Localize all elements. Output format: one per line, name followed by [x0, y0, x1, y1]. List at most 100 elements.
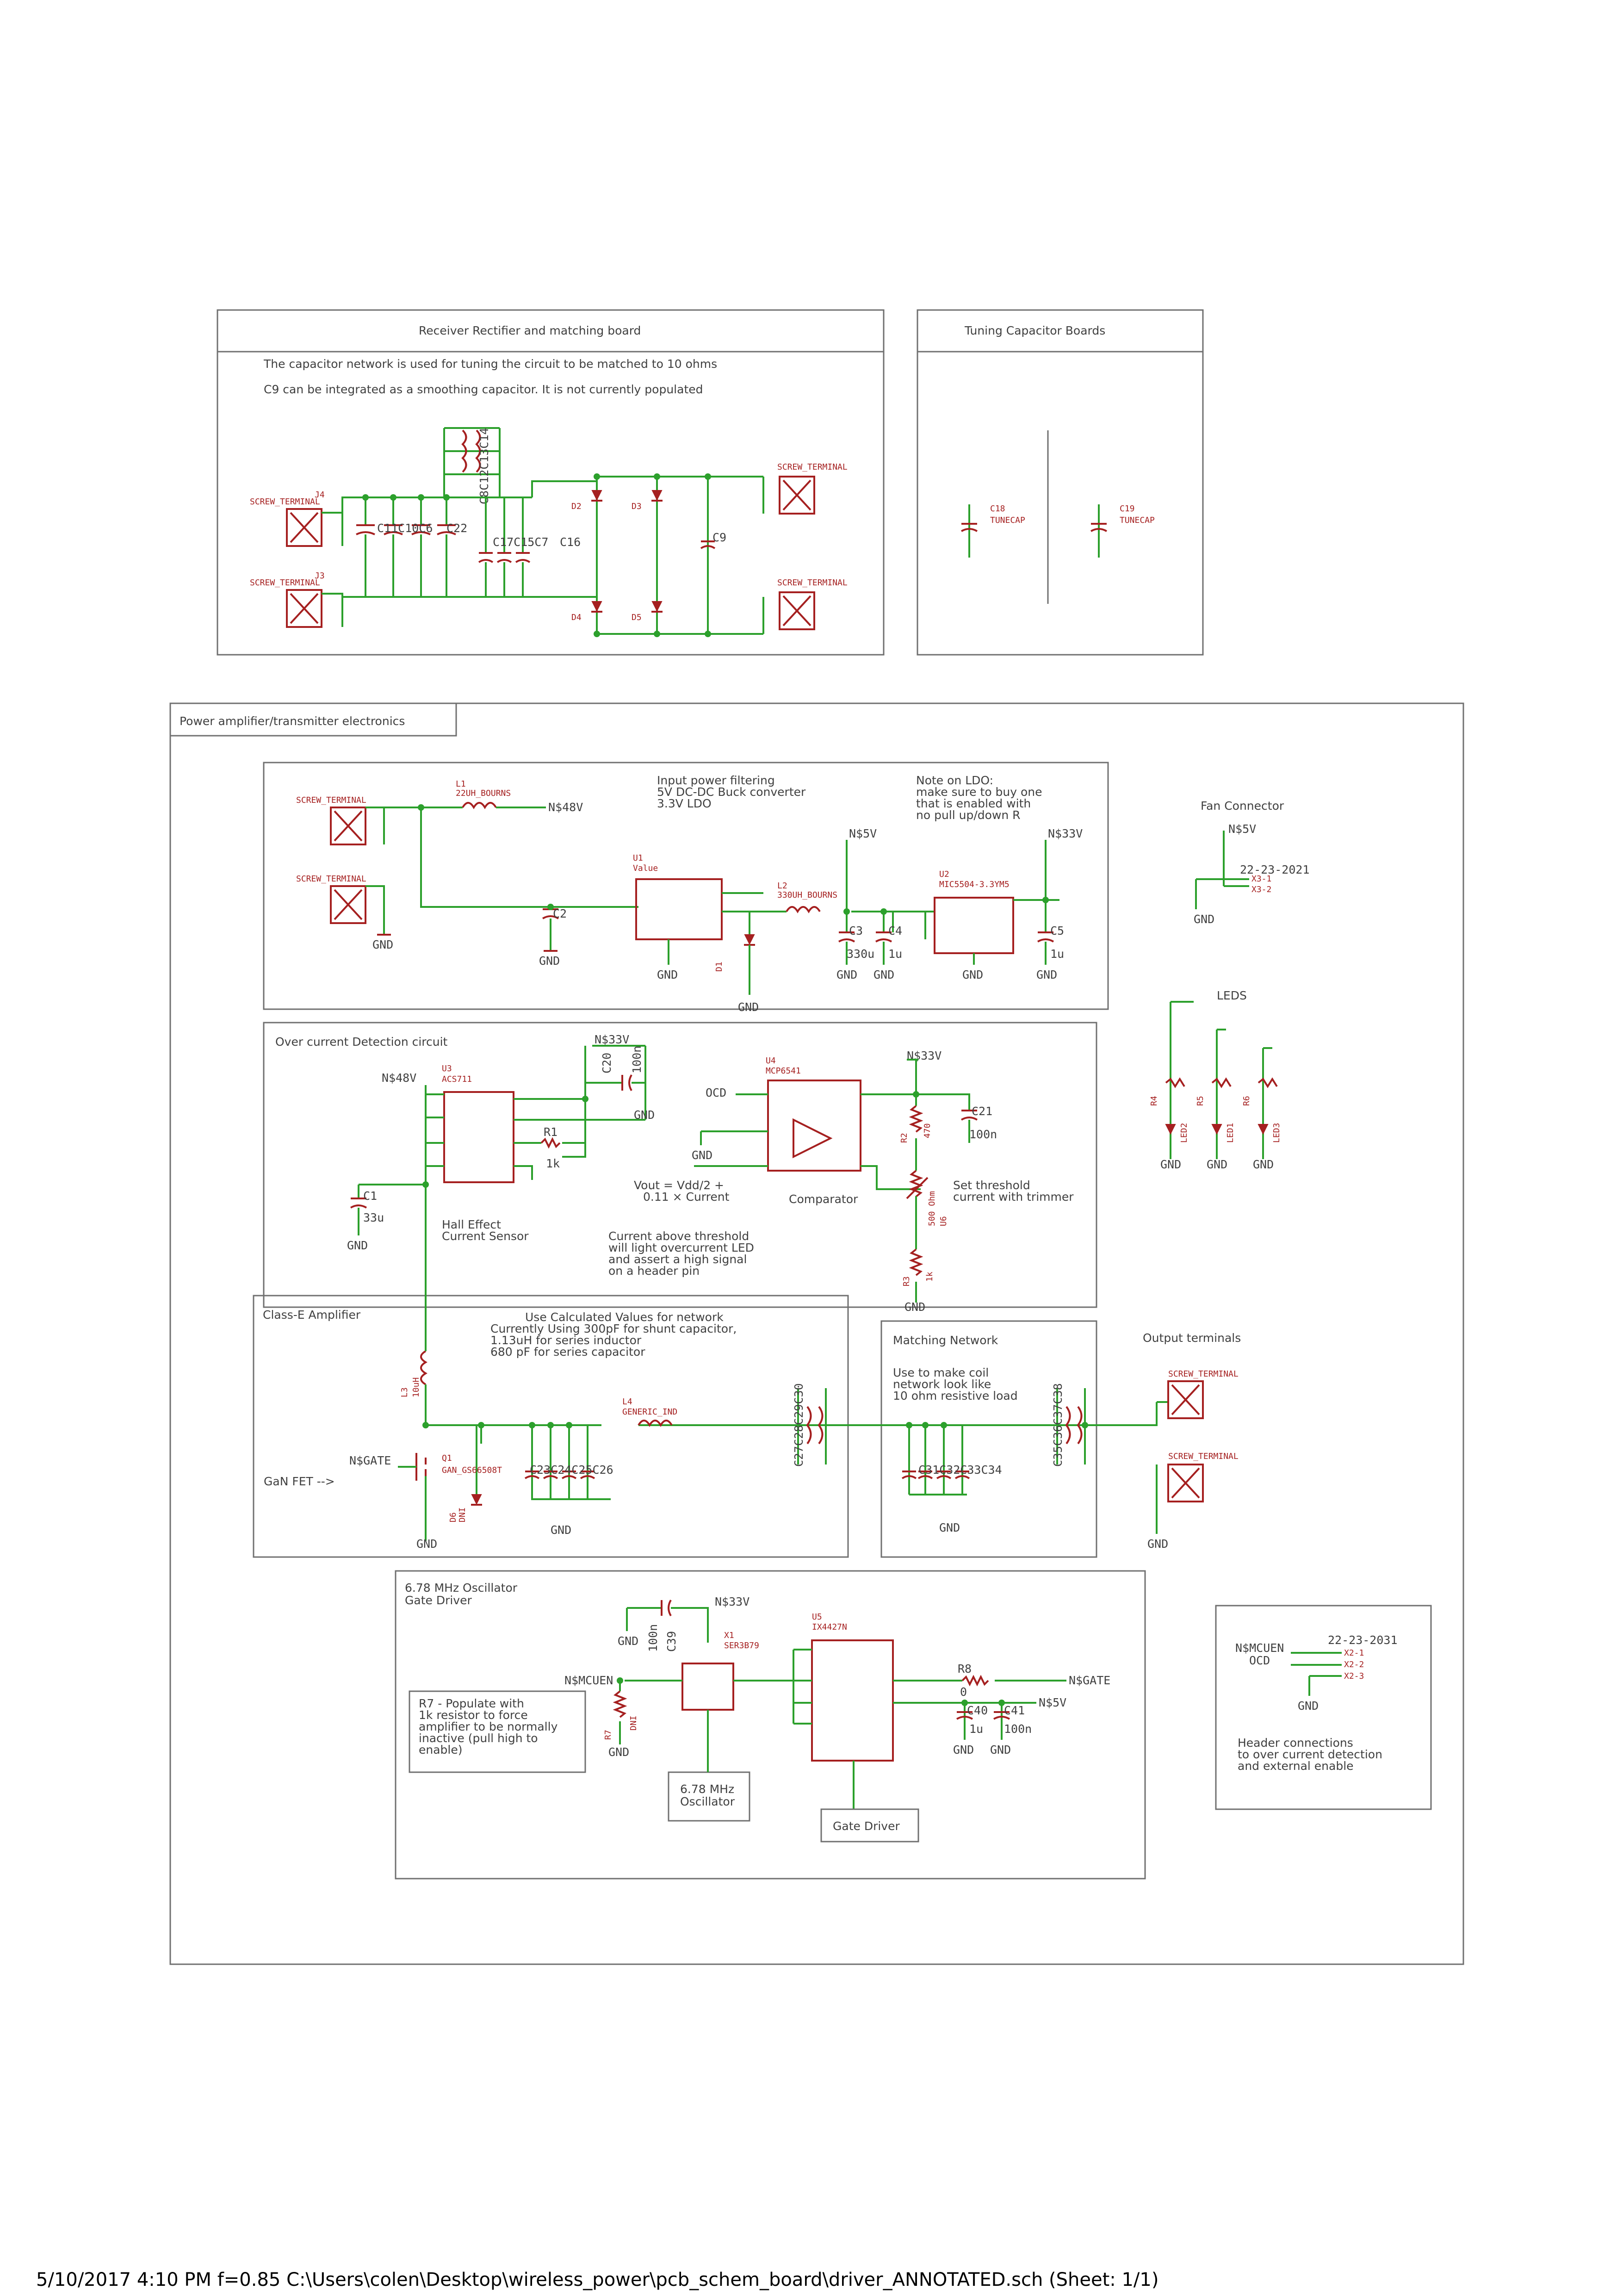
svg-text:GND: GND [962, 968, 983, 981]
svg-text:R1: R1 [544, 1125, 558, 1139]
matching-title: Matching Network [893, 1334, 998, 1347]
net-33v-sensor: N$33V [595, 1033, 629, 1046]
overcurrent-frame [263, 1022, 1097, 1308]
svg-text:U6: U6 [939, 1216, 948, 1226]
vout-label-2: 0.11 × Current [643, 1190, 730, 1204]
screw-terminal-j6: SCREW_TERMINAL [777, 578, 848, 630]
svg-text:C40: C40 [967, 1704, 988, 1717]
svg-text:L4: L4 [622, 1397, 632, 1407]
threshold-label-2: current with trimmer [953, 1190, 1074, 1204]
header-note-3: and external enable [1238, 1759, 1354, 1773]
calc-note-1: Use Calculated Values for network [525, 1310, 724, 1324]
svg-text:SCREW_TERMINAL: SCREW_TERMINAL [1168, 1452, 1239, 1461]
cap-c39: C39 100n GND [618, 1599, 709, 1652]
inductor-l4: L4 GENERIC_IND [622, 1397, 677, 1427]
header-note-1: Header connections [1238, 1736, 1353, 1750]
svg-text:GND: GND [1298, 1699, 1319, 1713]
tuning-frame [917, 309, 1204, 656]
svg-text:OCD: OCD [1249, 1654, 1270, 1667]
svg-text:33u: 33u [363, 1211, 384, 1224]
svg-text:U4: U4 [766, 1056, 776, 1066]
matching-shunt-caps: C31C32C33C34 GND [901, 1463, 1002, 1534]
svg-text:GND: GND [1160, 1158, 1181, 1171]
gate-driver-title: Gate Driver [405, 1594, 472, 1607]
current-note-4: on a header pin [608, 1264, 700, 1278]
svg-text:R6: R6 [1242, 1096, 1251, 1106]
svg-text:GND: GND [347, 1239, 368, 1252]
current-sensor-u3: U3 ACS711 [442, 1064, 514, 1183]
tune-cap-c19: C19 TUNECAP [1090, 504, 1155, 558]
cap-c4: C4 1u GND [873, 912, 902, 981]
svg-text:100n: 100n [646, 1624, 660, 1652]
input-filter-frame [263, 762, 1109, 1010]
gate-driver-label: Gate Driver [833, 1819, 900, 1833]
svg-text:470: 470 [923, 1123, 932, 1138]
net-5v-buck: N$5V [849, 827, 877, 840]
match-note-2: network look like [893, 1378, 991, 1391]
svg-text:U1: U1 [633, 853, 643, 863]
class-e-shunt-caps: C23C24C25C26 GND [524, 1463, 613, 1537]
svg-text:DNI: DNI [629, 1715, 638, 1731]
match-note-3: 10 ohm resistive load [893, 1389, 1018, 1402]
svg-text:Value: Value [633, 863, 658, 873]
svg-text:SCREW_TERMINAL: SCREW_TERMINAL [250, 497, 320, 507]
svg-text:GND: GND [634, 1108, 655, 1122]
svg-text:GND: GND [618, 1634, 638, 1648]
osc-label-box [668, 1771, 750, 1822]
inductor-l3: L3 10uH [400, 1350, 427, 1397]
led-bank: R4 R5 R6 LED2 LED1 LED3 GND GND GND [1149, 1001, 1282, 1171]
svg-text:C21: C21 [972, 1105, 992, 1118]
series-caps-c35-c38: C35C36C37C38 [1051, 1383, 1086, 1467]
svg-text:X2-2: X2-2 [1344, 1660, 1364, 1669]
svg-text:SCREW_TERMINAL: SCREW_TERMINAL [250, 578, 320, 588]
resistor-r1: R1 1k [540, 1125, 561, 1170]
osc-label-1: 6.78 MHz [680, 1782, 734, 1796]
svg-text:GND: GND [873, 968, 894, 981]
hall-label-1: Hall Effect [442, 1218, 501, 1231]
svg-text:R7: R7 [603, 1730, 613, 1740]
svg-text:C27C28C29C30: C27C28C29C30 [792, 1383, 805, 1467]
gan-fet-q1: Q1 GAN_GS66508T [415, 1453, 502, 1481]
cap-c9: C9 [700, 531, 726, 549]
buck-converter-u1: U1 Value GND [633, 853, 723, 981]
svg-text:C1: C1 [363, 1189, 377, 1203]
overcurrent-title: Over current Detection circuit [275, 1035, 448, 1049]
svg-text:U3: U3 [442, 1064, 452, 1074]
svg-text:C9: C9 [712, 531, 726, 544]
r7-note-5: enable) [419, 1743, 463, 1756]
svg-text:1u: 1u [888, 947, 902, 961]
net-5v-driver: N$5V [1039, 1696, 1066, 1709]
current-note-1: Current above threshold [608, 1229, 749, 1243]
svg-text:C39: C39 [665, 1631, 678, 1652]
oscillator-frame [395, 1570, 1146, 1880]
power-amp-frame [169, 702, 1464, 1965]
net-ocd-comparator: OCD [706, 1086, 726, 1099]
threshold-label-1: Set threshold [953, 1179, 1030, 1192]
cap-c40: C40 1u GND [953, 1704, 988, 1756]
svg-text:C41: C41 [1004, 1704, 1025, 1717]
cap-c1: C1 33u GND [347, 1189, 384, 1252]
svg-text:GND: GND [836, 968, 857, 981]
fan-connector-title: Fan Connector [1201, 799, 1284, 813]
svg-text:22UH_BOURNS: 22UH_BOURNS [456, 788, 511, 798]
svg-text:C11C10C6: C11C10C6 [377, 521, 433, 535]
svg-text:X2-1: X2-1 [1344, 1648, 1364, 1658]
cap-c2: C2 GND [539, 907, 567, 968]
header-frame [1215, 1605, 1432, 1810]
svg-text:GND: GND [953, 1743, 974, 1756]
cap-c5: C5 1u GND [1036, 924, 1064, 981]
rx-cap-bank-a: C11C10C6 C22 [356, 497, 467, 597]
svg-text:C16: C16 [560, 535, 581, 549]
svg-text:GND: GND [738, 1000, 759, 1014]
osc-label-2: Oscillator [680, 1795, 735, 1808]
schottky-d1: D1 GND [714, 934, 759, 1014]
svg-text:D4: D4 [571, 613, 582, 622]
rx-cap-bank-b: C17C15C7 C16 [467, 496, 581, 597]
ldo-u2: U2 MIC5504-3.3YM5 GND [934, 869, 1014, 981]
svg-text:SCREW_TERMINAL: SCREW_TERMINAL [1168, 1369, 1239, 1379]
svg-text:MCP6541: MCP6541 [766, 1066, 801, 1076]
svg-text:GND: GND [539, 954, 560, 968]
r7-note-2: 1k resistor to force [419, 1708, 528, 1722]
svg-text:1k: 1k [925, 1272, 935, 1282]
